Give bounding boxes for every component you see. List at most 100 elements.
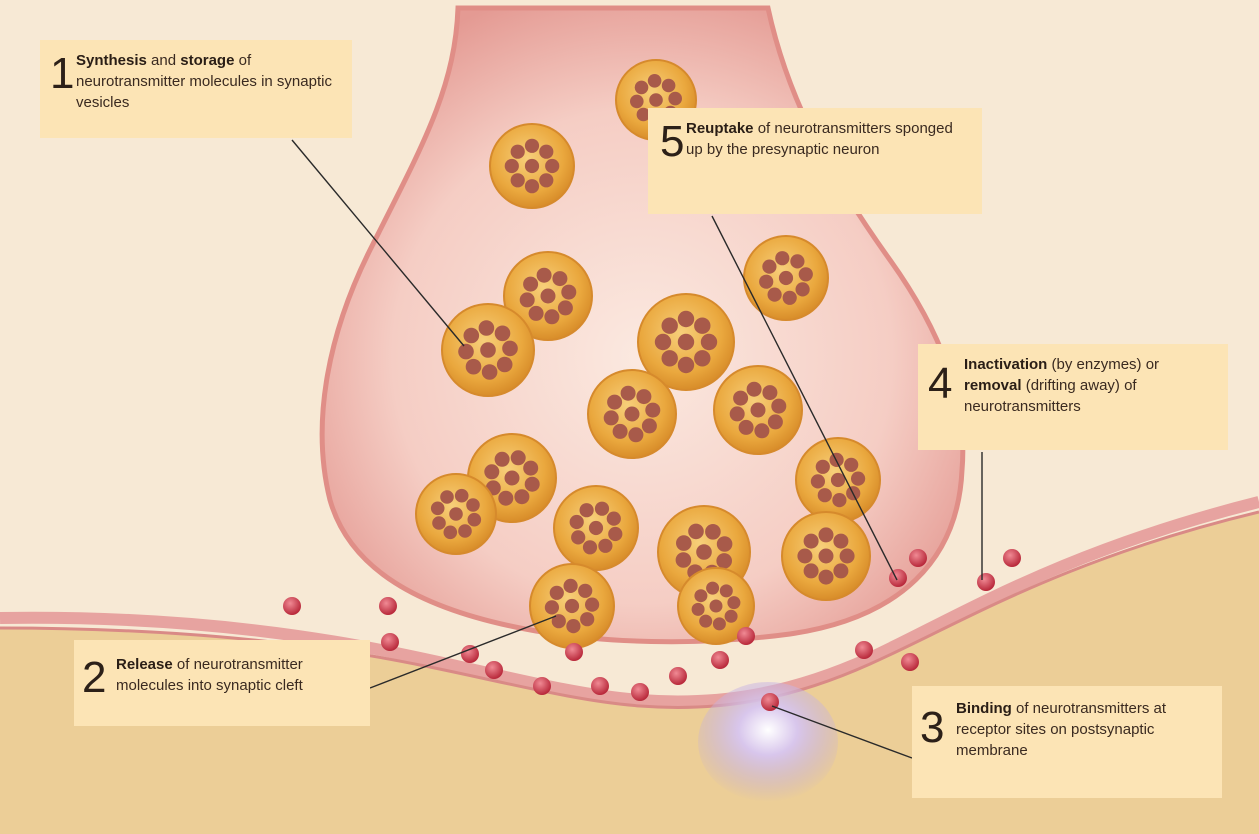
callout-binding: 3 Binding of neurotransmitters at recept… [912,686,1222,798]
vesicle-molecule [523,461,538,476]
vesicle [714,366,802,454]
vesicle-molecule [502,341,518,357]
vesicle-molecule [696,544,712,560]
vesicle-molecule [762,385,777,400]
vesicle-molecule [539,173,553,187]
vesicle-molecule [635,81,649,95]
vesicle-molecule [819,527,834,542]
vesicle-molecule [444,526,458,540]
neurotransmitter-molecule [533,677,551,695]
vesicle [416,474,496,554]
vesicle-molecule [498,491,513,506]
vesicle-molecule [832,493,846,507]
vesicle-molecule [520,292,535,307]
vesicle-molecule [464,328,480,344]
vesicle-molecule [545,159,559,173]
vesicle-molecule [751,403,766,418]
neurotransmitter-molecule [1003,549,1021,567]
vesicle-molecule [458,344,474,360]
vesicle-molecule [564,579,578,593]
vesicle-molecule [561,285,576,300]
callout-reuptake: 5 Reuptake of neurotransmitters sponged … [648,108,982,214]
vesicle-molecule [484,464,499,479]
vesicle-molecule [466,498,480,512]
neurotransmitter-molecule [379,597,397,615]
vesicle-molecule [799,267,813,281]
vesicle-molecule [482,364,498,380]
neurotransmitter-molecule [977,573,995,591]
neurotransmitter-molecule [461,645,479,663]
keyword: Synthesis [76,52,147,69]
vesicle-molecule [688,524,704,540]
vesicle-molecule [545,600,559,614]
vesicle-molecule [525,477,540,492]
vesicle-molecule [541,289,556,304]
vesicle-molecule [779,271,793,285]
vesicle-molecule [768,414,783,429]
vesicle-molecule [833,534,848,549]
vesicle-molecule [818,488,832,502]
vesicle-molecule [733,391,748,406]
vesicle-molecule [655,334,671,350]
vesicle-molecule [649,93,663,107]
vesicle-molecule [851,472,865,486]
vesicle-molecule [625,407,640,422]
vesicle-molecule [705,524,721,540]
vesicle-molecule [727,596,740,609]
neurotransmitter-molecule [737,627,755,645]
vesicle-molecule [525,159,539,173]
vesicle-molecule [692,603,705,616]
neurotransmitter-molecule [855,641,873,659]
callout-text: (by enzymes) or [1047,356,1159,373]
vesicle-molecule [583,540,597,554]
vesicle-molecule [725,610,738,623]
vesicle-molecule [613,424,628,439]
vesicle-molecule [716,553,732,569]
vesicle-molecule [529,306,544,321]
vesicle-molecule [676,535,692,551]
vesicle-molecule [511,145,525,159]
neurotransmitter-molecule [901,653,919,671]
vesicle-molecule [607,395,622,410]
vesicle-molecule [621,386,636,401]
vesicle-molecule [570,515,584,529]
vesicle-molecule [694,318,710,334]
vesicle-molecule [630,95,644,109]
vesicle-molecule [558,300,573,315]
vesicle-molecule [678,357,694,373]
vesicle-molecule [578,584,592,598]
vesicle-molecule [771,399,786,414]
vesicle-molecule [537,268,552,283]
vesicle-molecule [713,617,726,630]
vesicle-molecule [552,271,567,286]
vesicle-molecule [754,423,769,438]
vesicle-molecule [479,320,495,336]
neurotransmitter-molecule [711,651,729,669]
vesicle-molecule [730,406,745,421]
keyword: storage [180,52,234,69]
step-number: 2 [82,656,106,700]
vesicle-molecule [642,418,657,433]
vesicle [796,438,880,522]
vesicle-molecule [525,179,539,193]
vesicle-molecule [762,260,776,274]
vesicle-molecule [768,288,782,302]
vesicle-molecule [775,251,789,265]
neurotransmitter-molecule [565,643,583,661]
vesicle-molecule [816,460,830,474]
vesicle-molecule [662,79,676,93]
callout-synthesis-storage: 1 Synthesis and storage of neurotransmit… [40,40,352,138]
keyword: Inactivation [964,356,1047,373]
step-number: 5 [660,120,684,164]
vesicle-molecule [648,74,662,88]
vesicle-molecule [571,530,585,544]
vesicle [442,304,534,396]
vesicle-molecule [796,282,810,296]
vesicle-molecule [455,489,469,503]
vesicle-molecule [566,619,580,633]
vesicle [530,564,614,648]
vesicle-molecule [636,389,651,404]
callout-release: 2 Release of neurotransmitter molecules … [74,640,370,726]
vesicle-molecule [458,524,472,538]
vesicle [588,370,676,458]
